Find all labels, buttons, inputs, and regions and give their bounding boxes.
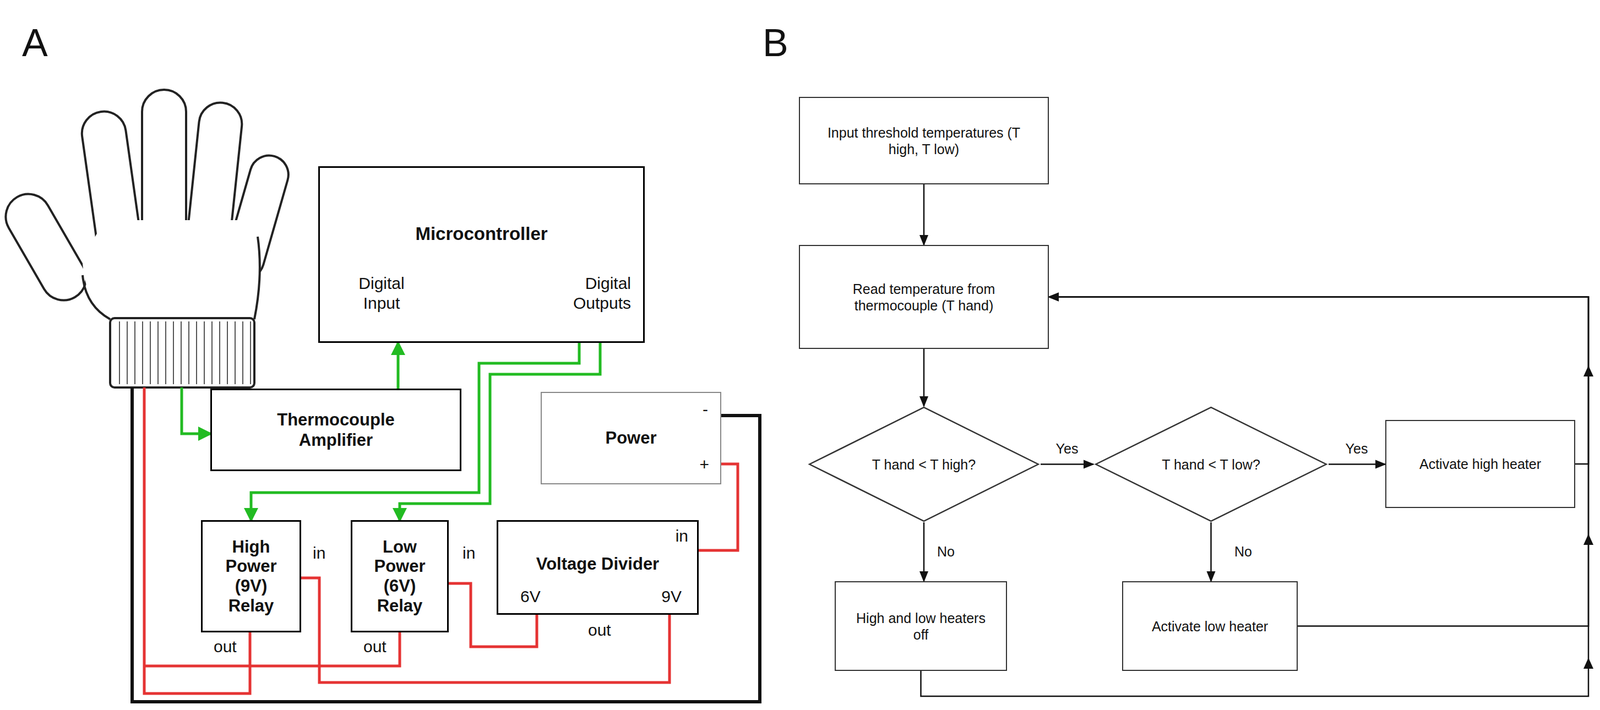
box-title: Low Power (6V) Relay: [366, 537, 433, 617]
flow-arrow: [923, 522, 925, 582]
flow-arrow: [1048, 297, 1589, 627]
pin-label: out: [588, 621, 612, 640]
port-label: Digital Outputs: [559, 273, 631, 314]
process-box: Input threshold temperatures (T high, T …: [798, 96, 1049, 185]
amplifier-box: Thermocouple Amplifier: [210, 388, 462, 472]
signal-wire: [396, 343, 400, 389]
terminal-label: -: [702, 399, 709, 420]
terminal-label: 6V: [520, 586, 541, 607]
sensor-wire: [181, 387, 211, 434]
panel-letter: A: [22, 20, 48, 65]
relay-box: Low Power (6V) Relay: [350, 520, 449, 633]
box-text: Activate low heater: [1151, 618, 1268, 635]
box-text: T hand < T high?: [872, 456, 976, 473]
flow-arrow: [921, 297, 1589, 698]
flow-arrow: [1040, 463, 1094, 466]
relay-box: High Power (9V) Relay: [200, 520, 302, 633]
box-text: Activate high heater: [1419, 455, 1542, 473]
pin-label: in: [312, 543, 326, 563]
box-text: T hand < T low?: [1161, 456, 1261, 473]
process-box: Read temperature from thermocouple (T ha…: [798, 245, 1049, 350]
process-box: Activate high heater: [1385, 420, 1576, 509]
diamond-shape: [809, 407, 1039, 522]
diamond-shape: [1095, 407, 1326, 522]
divider-box: Voltage Divider in 6V 9V: [496, 520, 699, 616]
box-text: Input threshold temperatures (T high, T …: [824, 124, 1023, 158]
flow-arrow: [1210, 522, 1212, 582]
edge-label: Yes: [1343, 440, 1371, 458]
box-title: Voltage Divider: [498, 553, 698, 575]
ground-wire: [132, 387, 760, 702]
pin-label: out: [213, 637, 237, 657]
box-title: Microcontroller: [319, 222, 644, 246]
pin-label: in: [462, 543, 476, 563]
box-title: Thermocouple Amplifier: [253, 409, 419, 451]
box-text: Read temperature from thermocouple (T ha…: [848, 280, 1000, 314]
flow-arrow: [1328, 463, 1386, 466]
box-title: High Power (9V) Relay: [218, 537, 285, 617]
flow-arrow: [923, 184, 925, 246]
flow-arrow: [923, 349, 925, 407]
port-label: Digital Input: [343, 273, 421, 314]
power-box: Power - +: [540, 392, 722, 485]
box-text: High and low heaters off: [852, 610, 990, 644]
edge-label: No: [1232, 543, 1255, 561]
terminal-label: +: [699, 454, 710, 475]
process-box: High and low heaters off: [834, 581, 1008, 672]
process-box: Activate low heater: [1122, 581, 1298, 672]
edge-label: No: [934, 543, 957, 561]
edge-label: Yes: [1053, 440, 1081, 458]
panel-letter: B: [762, 20, 789, 65]
box-title: Power: [605, 427, 657, 449]
decision-diamond: T hand < T low?: [1093, 406, 1329, 523]
terminal-label: 9V: [661, 586, 682, 607]
decision-diamond: T hand < T high?: [807, 406, 1041, 523]
heater-wire: [144, 632, 400, 667]
terminal-label: in: [675, 526, 689, 547]
glove-illustration: [0, 89, 293, 388]
controller-box: MicrocontrollerDigital Input Digital Outp…: [318, 166, 645, 344]
pin-label: out: [363, 637, 387, 657]
